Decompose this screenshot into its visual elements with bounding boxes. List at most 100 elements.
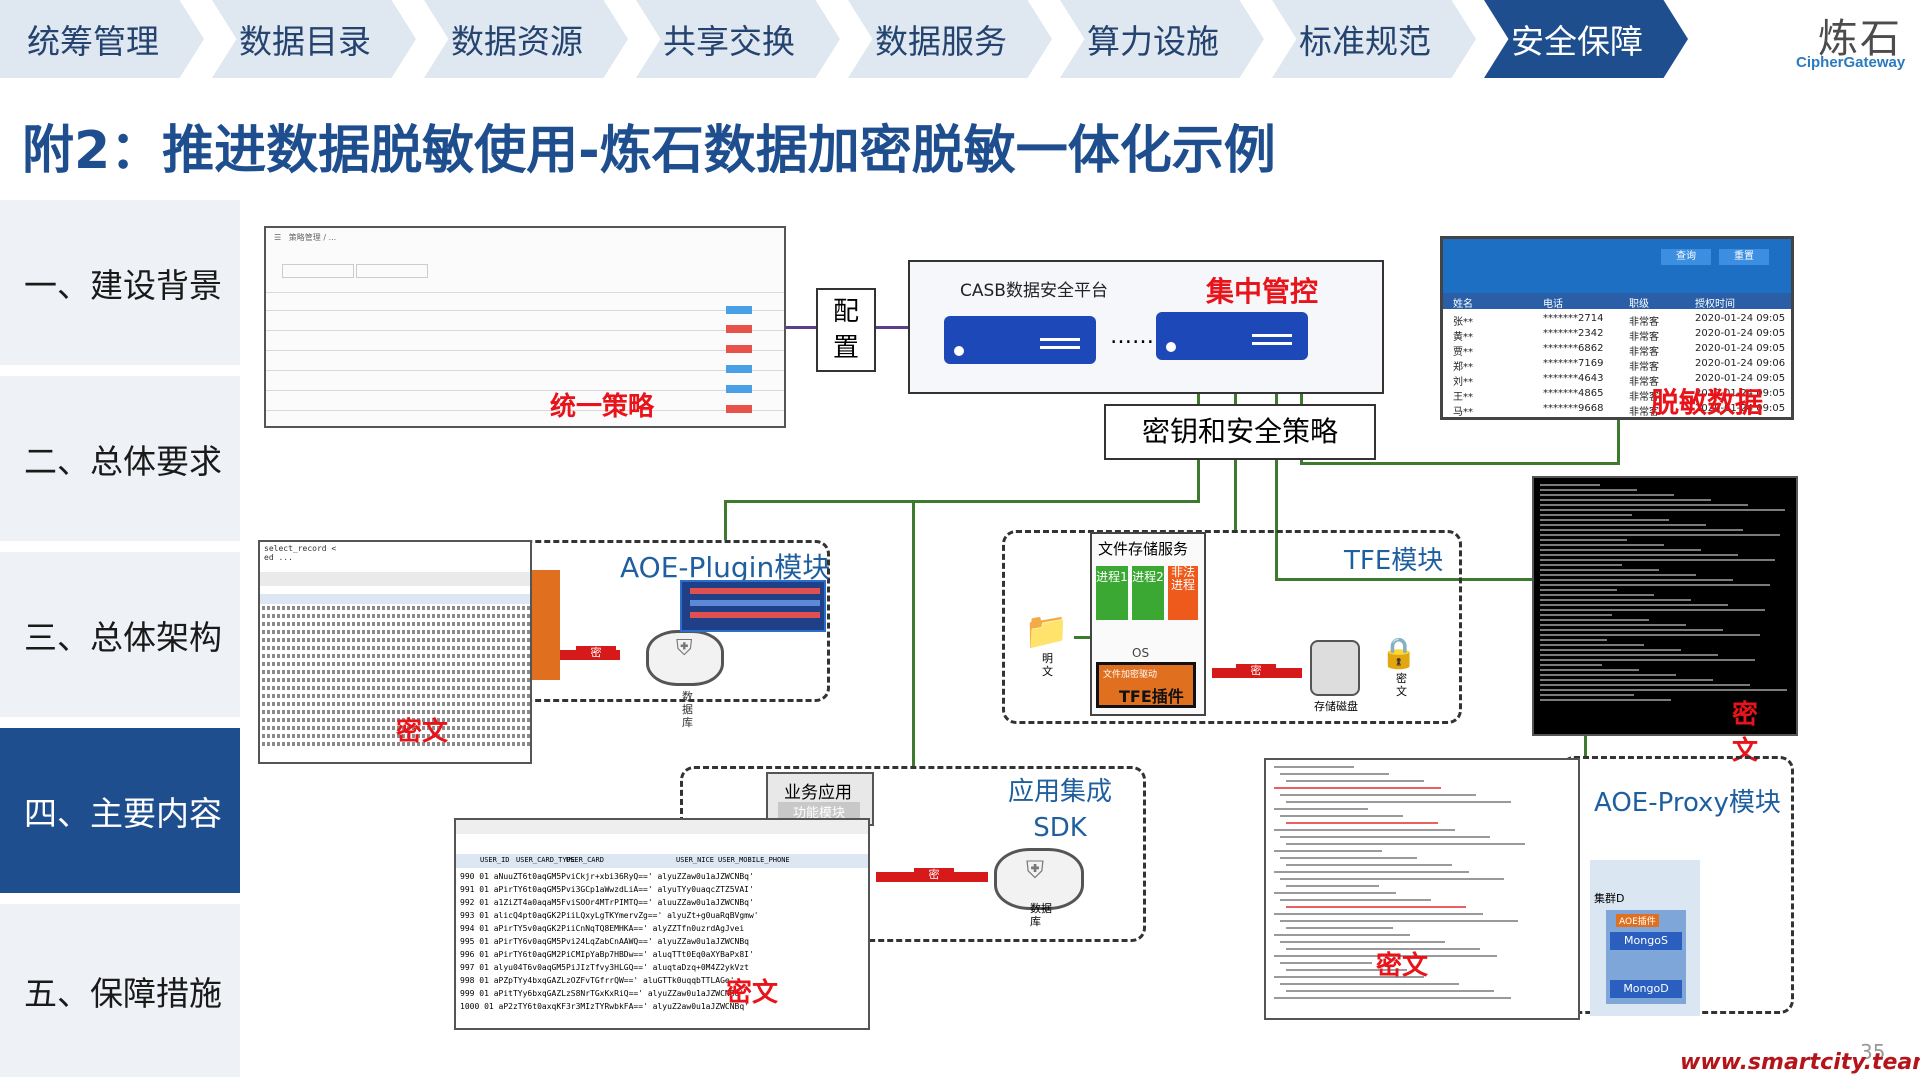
table-row: [262, 622, 530, 626]
column-header: 授权时间: [1695, 299, 1735, 310]
mongo-cluster: AOE插件 MongoS MongoD: [1606, 910, 1686, 1004]
table-row: 996 01 aPirTY6t0aqGM2PiCMIpYaBp7HBDw==' …: [460, 950, 754, 959]
table-row: [262, 662, 530, 666]
document-field-line: [1280, 878, 1504, 880]
cipher-text-small-label: 密文: [1396, 672, 1407, 698]
table-row: [262, 654, 530, 658]
search-input: [282, 264, 354, 278]
reset-button[interactable]: 重置: [1719, 249, 1769, 265]
connector-line: [724, 500, 1200, 503]
terminal-line: [1540, 649, 1681, 651]
table-cell: *******2342: [1543, 328, 1604, 339]
casb-platform-box: CASB数据安全平台 集中管控 ……: [908, 260, 1384, 394]
folder-icon: 📁: [1024, 611, 1069, 652]
config-label: 配: [832, 297, 859, 327]
page-title: 附2：推进数据脱敏使用-炼石数据加密脱敏一体化示例: [22, 121, 1276, 181]
mongo-document-screenshot: 密文: [1264, 758, 1580, 1020]
query-button[interactable]: 查询: [1661, 249, 1711, 265]
nav-tab-computing-facilities[interactable]: 算力设施: [1060, 0, 1264, 78]
table-row: [262, 606, 530, 610]
document-field-line: [1286, 822, 1438, 824]
terminal-line: [1540, 559, 1775, 561]
document-field-line: [1274, 808, 1368, 810]
table-row: 992 01 a1ZiZT4a0aqaM5FviSOOr4MTrPIMTQ=='…: [460, 898, 754, 907]
process-1: 进程1: [1096, 566, 1128, 620]
connector-line: [1617, 416, 1620, 464]
locked-folder-icon: 🔒: [1380, 636, 1418, 671]
connector-line: [1584, 736, 1587, 756]
document-field-line: [1274, 913, 1483, 915]
plugin-module-block: [680, 580, 826, 632]
terminal-line: [1540, 569, 1659, 571]
terminal-line: [1540, 629, 1723, 631]
logo-cipher-gateway-en: CipherGateway: [1796, 54, 1906, 71]
connector-line: [1300, 462, 1620, 465]
connector-line: [912, 500, 915, 768]
nav-tab-data-services[interactable]: 数据服务: [848, 0, 1052, 78]
terminal-line: [1540, 589, 1617, 591]
column-header: USER_MOBILE_PHONE: [718, 856, 790, 864]
table-cell: 非常客: [1629, 407, 1659, 418]
table-cell: 非常客: [1629, 332, 1659, 343]
table-cell: 2020-01-24 09:06: [1695, 358, 1786, 369]
filter-input: [356, 264, 428, 278]
terminal-line: [1540, 549, 1701, 551]
table-row: 990 01 aNuuZT6t0aqGM5PviCkjr+xbi36RyQ=='…: [460, 872, 754, 881]
cipher-text-label: 密文: [1376, 951, 1429, 981]
terminal-line: [1540, 584, 1770, 586]
table-row: [262, 702, 530, 706]
sidebar-item-main-content[interactable]: 四、主要内容: [0, 728, 240, 896]
tfe-module-region: [1002, 530, 1462, 724]
document-field-line: [1280, 962, 1372, 964]
app-sdk-title: 应用集成 SDK: [1008, 774, 1112, 846]
column-header: 姓名: [1453, 299, 1473, 310]
document-field-line: [1286, 990, 1494, 992]
cluster-box: 集群D AOE插件 MongoS MongoD: [1590, 860, 1700, 1016]
table-row: [262, 646, 530, 650]
cipher-text-label: 密文: [726, 978, 779, 1008]
nav-tab-sharing-exchange[interactable]: 共享交换: [636, 0, 840, 78]
aoe-plugin-tag: AOE插件: [1616, 914, 1659, 927]
table-cell: 2020-01-24 09:05: [1695, 388, 1786, 399]
table-cell: 非常客: [1629, 377, 1659, 388]
shield-icon: ⛨: [676, 636, 693, 661]
connector-line: [1275, 578, 1537, 581]
cipher-badge: 密: [576, 646, 616, 660]
connector-line: [724, 500, 727, 540]
central-control-label: 集中管控: [1206, 275, 1319, 308]
sidebar-item-safeguards[interactable]: 五、保障措施: [0, 904, 240, 1080]
app-sdk-title-line: SDK: [1033, 813, 1087, 843]
process-2: 进程2: [1132, 566, 1164, 620]
sidebar-item-architecture[interactable]: 三、总体架构: [0, 552, 240, 720]
nav-tab-data-resources[interactable]: 数据资源: [424, 0, 628, 78]
nav-tab-standards[interactable]: 标准规范: [1272, 0, 1476, 78]
document-field-line: [1286, 864, 1452, 866]
connector-line: [1234, 392, 1237, 532]
sidebar-item-requirements[interactable]: 二、总体要求: [0, 376, 240, 544]
nav-tab-data-catalog[interactable]: 数据目录: [212, 0, 416, 78]
terminal-line: [1540, 614, 1612, 616]
nav-tab-overall-planning[interactable]: 统筹管理: [0, 0, 204, 78]
document-field-line: [1274, 766, 1354, 768]
document-field-line: [1274, 829, 1455, 831]
terminal-line: [1540, 514, 1632, 516]
function-module-label: 功能模块: [778, 802, 860, 821]
app-sdk-title-line: 应用集成: [1008, 777, 1113, 807]
mongos-node: MongoS: [1610, 932, 1682, 950]
terminal-line: [1540, 554, 1738, 556]
nav-tab-security-assurance[interactable]: 安全保障: [1484, 0, 1688, 78]
terminal-line: [1540, 664, 1602, 666]
terminal-line: [1540, 654, 1718, 656]
table-cell: *******9668: [1543, 403, 1604, 414]
sidebar-item-background[interactable]: 一、建设背景: [0, 200, 240, 368]
table-cell: 郑**: [1453, 362, 1473, 373]
business-app-box: 业务应用 功能模块: [766, 772, 874, 826]
storage-disk-label: 存储磁盘: [1314, 700, 1358, 713]
terminal-line: [1540, 524, 1706, 526]
plugin-connector: [532, 570, 560, 680]
encrypted-records-screenshot: select_record <ed ... 密文: [258, 540, 532, 764]
document-field-line: [1274, 871, 1469, 873]
document-field-line: [1286, 948, 1480, 950]
terminal-line: [1540, 699, 1671, 701]
table-row: 999 01 aPitTYy6bxqGAZLzS8NrTGxKxRiQ==' a…: [460, 989, 745, 998]
